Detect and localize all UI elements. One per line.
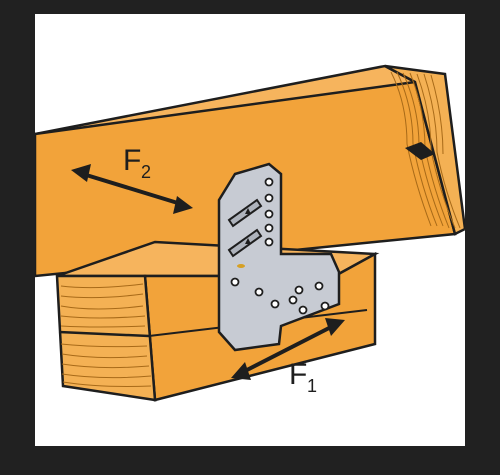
- figure-panel: F 2 F 1: [35, 14, 465, 446]
- upper-beam-notch: [405, 142, 435, 160]
- f2-arrowhead-right: [173, 196, 193, 214]
- steel-plate: [217, 162, 341, 352]
- lower-beam-board-split: [58, 330, 150, 338]
- f2-label-letter: F: [123, 144, 141, 177]
- steel-plate-embossing: [227, 198, 263, 258]
- force-arrow-f2: F 2: [71, 144, 193, 214]
- f1-label-letter: F: [289, 358, 307, 391]
- upper-beam-end-grain: [384, 64, 465, 236]
- connector-diagram: F 2 F 1: [35, 64, 465, 402]
- force-arrow-f1: F 1: [231, 318, 345, 396]
- steel-plate-fastener-mark: [237, 264, 245, 268]
- lower-beam-grain-lines: [60, 283, 152, 387]
- steel-plate-holes: [230, 177, 330, 315]
- f1-arrowhead-right: [325, 318, 345, 336]
- f1-arrowhead-left: [231, 362, 251, 380]
- f2-label-subscript: 2: [141, 162, 151, 182]
- f2-arrowhead-left: [71, 164, 91, 182]
- f1-label-subscript: 1: [307, 376, 317, 396]
- steel-plate-triangle-holes: [245, 208, 251, 244]
